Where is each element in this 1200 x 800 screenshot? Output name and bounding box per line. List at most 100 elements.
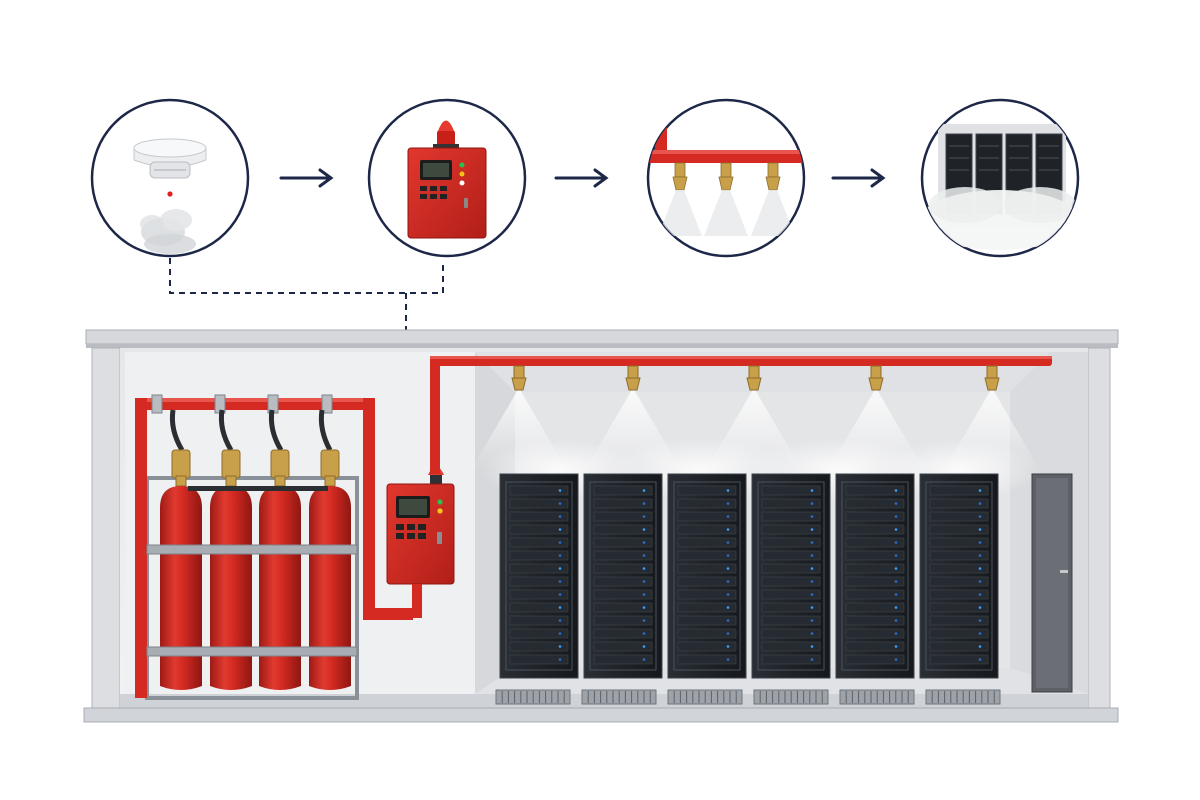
status-led — [726, 632, 730, 635]
status-led — [642, 515, 646, 518]
server-unit — [929, 537, 989, 548]
server-unit — [761, 641, 821, 652]
server-unit — [509, 654, 569, 665]
status-led — [726, 580, 730, 583]
status-led — [978, 554, 982, 557]
step-smoke-detector — [90, 98, 250, 258]
status-led — [978, 489, 982, 492]
server-unit — [593, 654, 653, 665]
status-led — [894, 554, 898, 557]
agent-cylinder — [309, 486, 351, 690]
server-unit — [677, 615, 737, 626]
status-led — [726, 619, 730, 622]
server-unit — [509, 537, 569, 548]
server-unit — [761, 498, 821, 509]
server-unit — [677, 641, 737, 652]
status-led — [558, 541, 562, 544]
agent-cylinder — [210, 486, 252, 690]
server-unit — [509, 641, 569, 652]
floor-grates — [495, 689, 1001, 705]
status-led — [894, 502, 898, 505]
status-led — [810, 593, 814, 596]
status-led — [558, 593, 562, 596]
status-led — [894, 580, 898, 583]
server-unit — [761, 537, 821, 548]
server-unit — [677, 628, 737, 639]
server-unit — [761, 485, 821, 496]
server-unit — [509, 498, 569, 509]
server-unit — [593, 563, 653, 574]
status-led — [726, 515, 730, 518]
status-led — [726, 541, 730, 544]
status-led — [726, 645, 730, 648]
status-led — [558, 489, 562, 492]
status-led — [810, 554, 814, 557]
server-unit — [677, 524, 737, 535]
server-unit — [929, 615, 989, 626]
status-led — [642, 658, 646, 661]
server-unit — [593, 628, 653, 639]
server-unit — [845, 615, 905, 626]
status-led — [642, 554, 646, 557]
server-unit — [509, 602, 569, 613]
status-led — [894, 528, 898, 531]
status-led — [894, 567, 898, 570]
status-led — [894, 619, 898, 622]
server-unit — [845, 550, 905, 561]
status-led — [810, 502, 814, 505]
status-led — [642, 528, 646, 531]
status-led — [810, 606, 814, 609]
server-unit — [929, 589, 989, 600]
server-unit — [677, 576, 737, 587]
server-unit — [845, 524, 905, 535]
server-unit — [677, 589, 737, 600]
status-led — [810, 541, 814, 544]
server-unit — [761, 511, 821, 522]
server-unit — [593, 602, 653, 613]
status-led — [558, 528, 562, 531]
status-led — [894, 632, 898, 635]
status-led — [642, 567, 646, 570]
server-unit — [509, 589, 569, 600]
server-unit — [845, 485, 905, 496]
status-led — [558, 606, 562, 609]
server-unit — [929, 641, 989, 652]
status-led — [642, 593, 646, 596]
fire-control-panel-icon — [407, 120, 487, 239]
server-unit — [929, 563, 989, 574]
status-led — [978, 528, 982, 531]
status-led — [558, 567, 562, 570]
server-unit — [761, 628, 821, 639]
status-led — [642, 541, 646, 544]
server-unit — [593, 615, 653, 626]
server-unit — [677, 654, 737, 665]
status-led — [726, 489, 730, 492]
status-led — [978, 645, 982, 648]
process-flow — [90, 98, 1080, 476]
server-unit — [677, 602, 737, 613]
server-unit — [593, 537, 653, 548]
status-led — [894, 593, 898, 596]
status-led — [978, 593, 982, 596]
server-unit — [509, 576, 569, 587]
protected-server-racks-icon — [922, 124, 1078, 250]
server-room — [83, 329, 1119, 723]
room-control-panel — [386, 466, 455, 618]
flow-arrow — [831, 168, 886, 188]
status-led — [810, 515, 814, 518]
server-unit — [593, 641, 653, 652]
server-unit — [845, 654, 905, 665]
status-led — [894, 515, 898, 518]
status-led — [978, 580, 982, 583]
agent-cylinder — [259, 486, 301, 690]
server-unit — [677, 485, 737, 496]
server-unit — [593, 511, 653, 522]
server-racks — [499, 473, 999, 679]
status-led — [978, 606, 982, 609]
server-unit — [845, 511, 905, 522]
status-led — [978, 567, 982, 570]
status-led — [810, 580, 814, 583]
status-led — [810, 619, 814, 622]
